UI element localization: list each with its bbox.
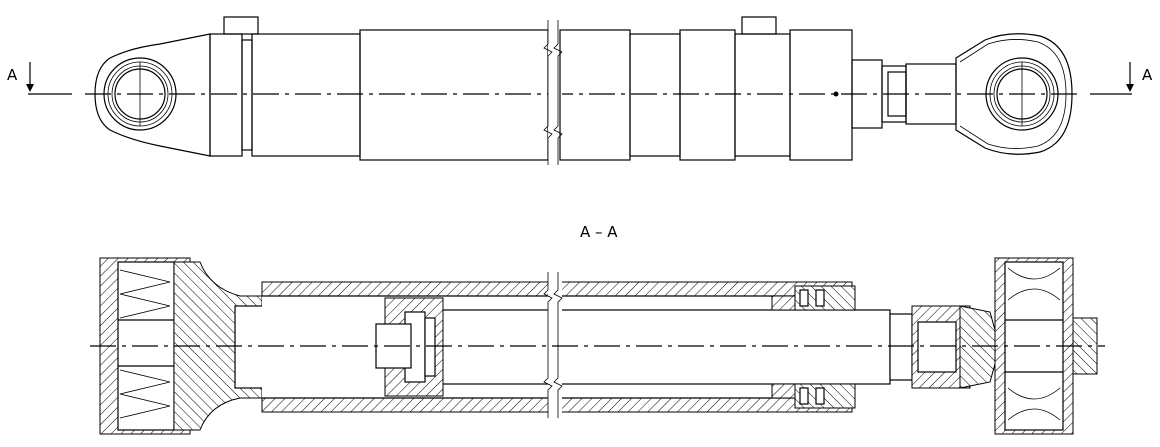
top-gland bbox=[789, 29, 853, 161]
section-gland bbox=[771, 285, 856, 409]
top-barrel-2 bbox=[359, 29, 549, 161]
top-mount-lug-left bbox=[223, 16, 259, 35]
right-rod-eye bbox=[955, 33, 1073, 155]
section-marker-right: A bbox=[1090, 62, 1153, 95]
section-break-symbol bbox=[543, 272, 563, 422]
top-break-symbol bbox=[543, 20, 563, 170]
section-title: A – A bbox=[580, 223, 618, 241]
top-barrel-1 bbox=[251, 33, 361, 157]
top-barrel-3 bbox=[559, 29, 631, 161]
top-mount-lug-right bbox=[741, 16, 777, 35]
section-label-left: A bbox=[7, 66, 18, 84]
section-piston bbox=[375, 297, 444, 397]
top-view: A A bbox=[7, 16, 1153, 170]
section-piston-rod bbox=[439, 309, 891, 385]
section-label-right: A bbox=[1142, 66, 1153, 84]
section-marker-left: A bbox=[7, 62, 72, 95]
section-rod-end bbox=[889, 305, 996, 389]
top-head-block bbox=[209, 33, 243, 157]
left-clevis-eye bbox=[94, 33, 211, 157]
section-view bbox=[90, 257, 1105, 435]
